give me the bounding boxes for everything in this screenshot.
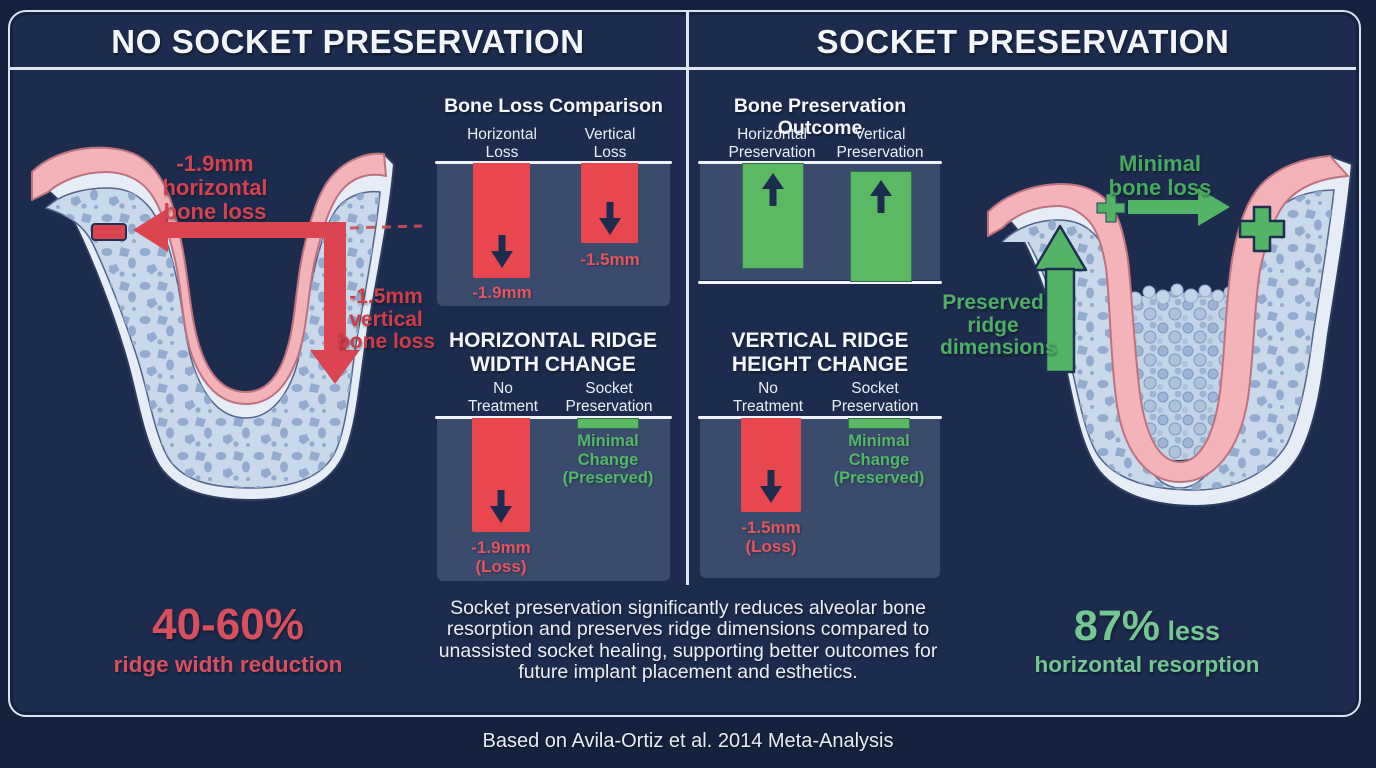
bar-socket-preservation-height [848,418,910,429]
source-citation: Based on Avila-Ortiz et al. 2014 Meta-An… [482,730,894,752]
horizontal-loss-value: -1.9mm [472,283,532,302]
left-arrow-icon [133,208,168,252]
up-arrow-icon [762,173,784,206]
plus-icon [1096,193,1126,223]
ridge-height-chart-axis [698,416,942,419]
ridge-width-col2-label: Socket Preservation [565,380,653,415]
down-arrow-shaft [324,230,346,352]
ridge-width-reduction-stat-label: ridge width reduction [113,652,343,677]
down-arrow-icon [598,202,621,235]
down-arrow-icon [490,490,512,523]
preservation-chart-title: Bone Preservation Outcome [733,95,907,139]
socket-preservation-width-value: Minimal Change (Preserved) [562,432,654,488]
original-ridge-dashed-line [349,224,423,230]
no-treatment-height-value: -1.5mm (Loss) [741,518,801,557]
ridge-height-col1-label: No Treatment [732,380,804,415]
left-arrow-shaft [166,222,346,238]
ridge-height-chart-panel [700,418,940,578]
bone-loss-chart-title: Bone Loss Comparison [444,95,663,117]
preservation-col1-label: Horizontal Preservation [728,126,816,161]
left-gingiva [31,146,387,405]
bone-loss-col1-label: Horizontal Loss [467,126,537,161]
preservation-chart-top-axis [698,161,942,164]
preservation-col2-label: Vertical Preservation [836,126,924,161]
bar-no-treatment-width [472,418,530,532]
up-arrow-icon [870,180,892,213]
ridge-width-chart-title: HORIZONTAL RIDGE WIDTH CHANGE [448,329,658,376]
ridge-height-col2-label: Socket Preservation [831,380,919,415]
down-arrow-icon [310,350,360,384]
ridge-width-reduction-stat: 40-60% [152,600,304,649]
socket-preservation-height-value: Minimal Change (Preserved) [833,432,925,488]
left-bone-speckles [46,188,380,488]
summary-caption: Socket preservation significantly reduce… [438,597,938,683]
stat-value: 87% [1073,602,1160,650]
bar-socket-preservation-width [577,418,639,429]
center-divider [686,12,689,585]
cross-plus-icon [1238,205,1286,253]
stat-suffix: less [1160,616,1221,646]
down-arrow-icon [490,235,513,268]
no-treatment-width-value: -1.9mm (Loss) [471,538,531,577]
vertical-loss-value: -1.5mm [580,250,640,269]
right-arrow-shaft [1128,200,1200,214]
horizontal-resorption-stat-label: horizontal resorption [1034,652,1260,677]
socket-preservation-illustration [987,154,1354,508]
horizontal-bone-loss-annotation: -1.9mm horizontal bone loss [162,151,268,224]
bar-no-treatment-height [741,418,801,512]
minimal-bone-loss-annotation: Minimal bone loss [1108,151,1212,200]
header-separator [10,67,1356,70]
up-arrow-icon [1032,224,1088,374]
preserved-ridge-annotation: Preserved ridge dimensions [940,291,1057,360]
bone-loss-chart-axis [435,161,672,164]
ridge-height-chart-title: VERTICAL RIDGE HEIGHT CHANGE [731,329,909,376]
ridge-width-chart-axis [435,416,672,419]
bar-vertical-loss [581,163,638,243]
preservation-chart-bottom-axis [698,281,942,284]
down-arrow-icon [760,470,782,503]
bar-vertical-preservation [850,171,912,282]
right-panel-title: SOCKET PRESERVATION [816,23,1230,60]
minus-icon [91,223,127,241]
vertical-bone-loss-annotation: -1.5mm vertical bone loss [336,285,436,354]
left-panel-title: NO SOCKET PRESERVATION [111,23,585,60]
ridge-width-col1-label: No Treatment [467,380,539,415]
bar-horizontal-preservation [742,163,804,269]
horizontal-resorption-stat: 87% less [997,602,1297,651]
right-arrow-icon [1198,188,1230,226]
bar-horizontal-loss [473,163,530,278]
no-preservation-socket-illustration [31,146,423,502]
bone-loss-col2-label: Vertical Loss [584,126,636,161]
